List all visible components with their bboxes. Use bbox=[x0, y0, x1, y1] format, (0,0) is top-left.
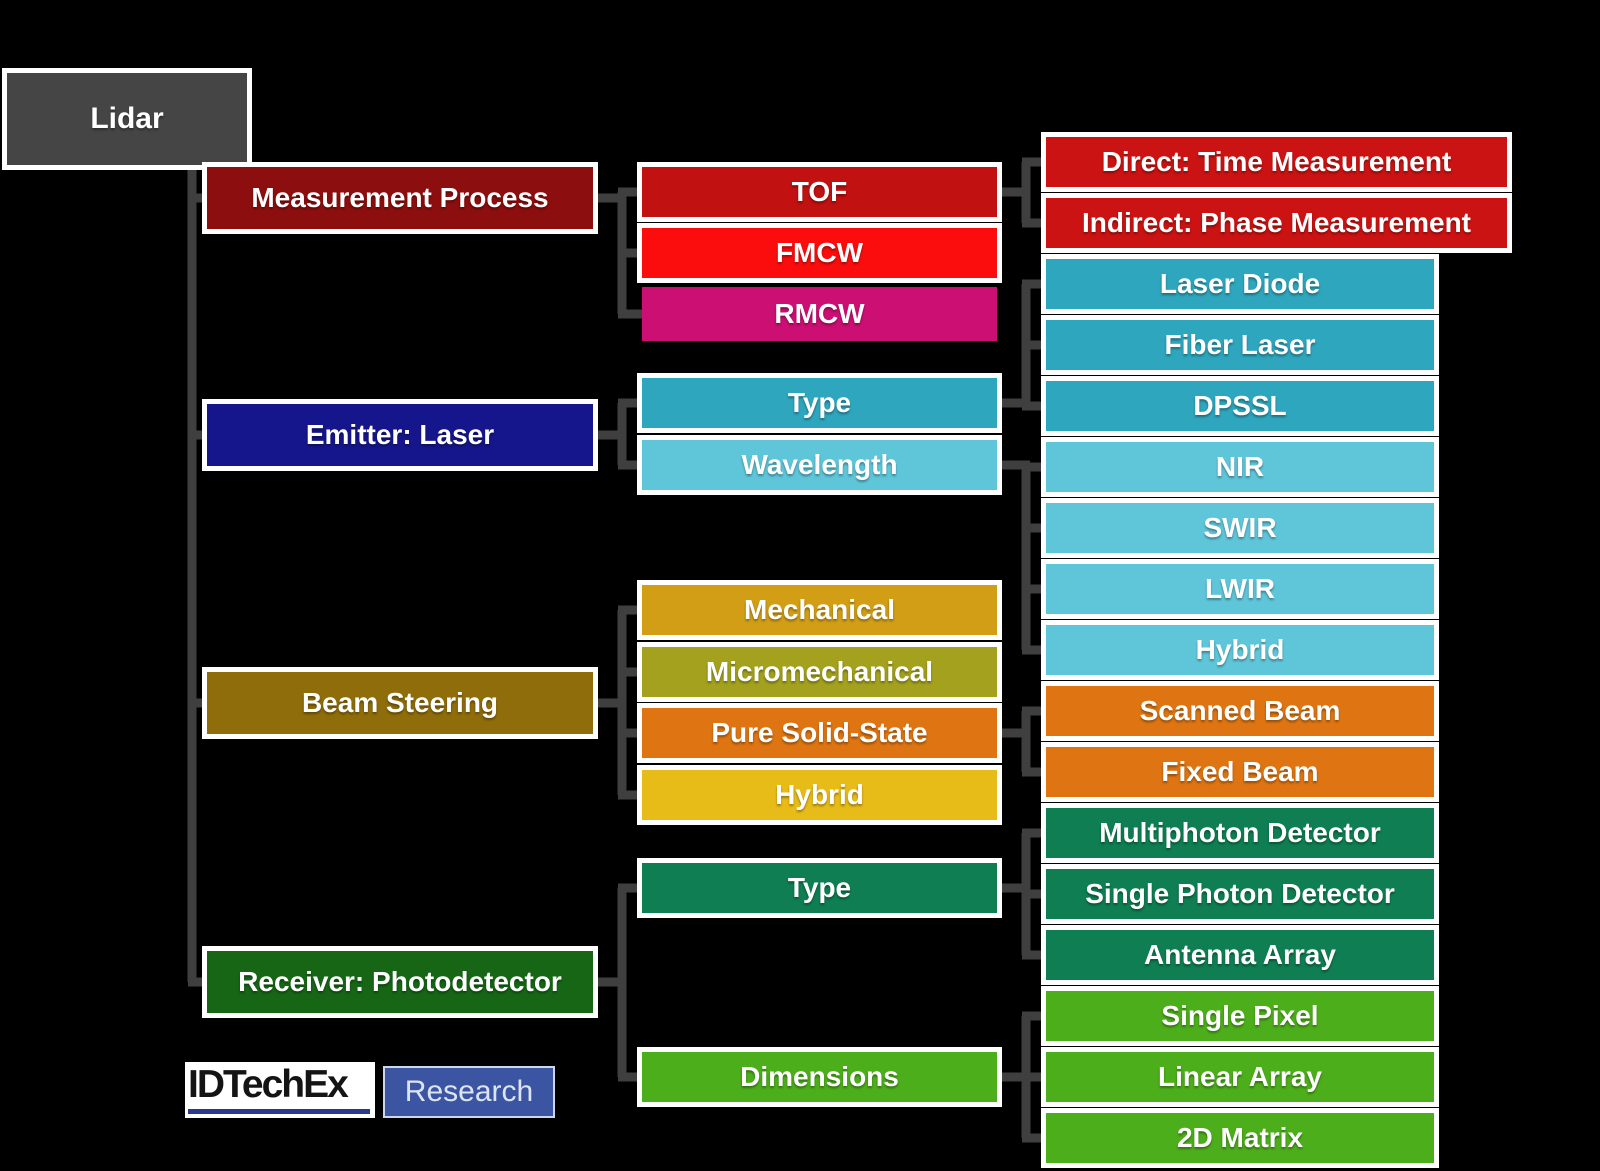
node-direct-time-measurement: Direct: Time Measurement bbox=[1041, 132, 1512, 192]
connector-solidstate-children bbox=[997, 706, 1046, 777]
node-wavelength: Wavelength bbox=[637, 435, 1002, 495]
node-lidar: Lidar bbox=[2, 68, 252, 170]
node-beam-steering: Beam Steering bbox=[202, 667, 598, 739]
node-pure-solid-state: Pure Solid-State bbox=[637, 703, 1002, 763]
research-badge: Research bbox=[383, 1066, 555, 1118]
connector-lasertype-children bbox=[997, 279, 1046, 411]
node-rmcw: RMCW bbox=[642, 287, 997, 341]
node-measurement-process: Measurement Process bbox=[202, 162, 598, 234]
connector-detectortype-children bbox=[997, 828, 1046, 960]
node-emitter-laser: Emitter: Laser bbox=[202, 399, 598, 471]
node-scanned-beam: Scanned Beam bbox=[1041, 681, 1439, 741]
node-laser-type: Type bbox=[637, 373, 1002, 433]
idtechex-logo: IDTechEx bbox=[185, 1062, 375, 1118]
node-receiver-photodetector: Receiver: Photodetector bbox=[202, 946, 598, 1018]
connector-tof-children bbox=[997, 157, 1046, 228]
node-tof: TOF bbox=[637, 162, 1002, 222]
node-linear-array: Linear Array bbox=[1041, 1047, 1439, 1107]
node-fixed-beam: Fixed Beam bbox=[1041, 742, 1439, 802]
connector-dimensions-children bbox=[997, 1011, 1046, 1143]
connector-wavelength-children bbox=[997, 460, 1046, 655]
node-steering-hybrid: Hybrid bbox=[637, 765, 1002, 825]
connector-steering-children bbox=[593, 605, 642, 800]
idtechex-underline bbox=[188, 1109, 370, 1114]
node-single-photon-detector: Single Photon Detector bbox=[1041, 864, 1439, 924]
node-detector-type: Type bbox=[637, 858, 1002, 918]
node-dpssl: DPSSL bbox=[1041, 376, 1439, 436]
node-laser-diode: Laser Diode bbox=[1041, 254, 1439, 314]
node-fiber-laser: Fiber Laser bbox=[1041, 315, 1439, 375]
node-antenna-array: Antenna Array bbox=[1041, 925, 1439, 985]
node-wavelength-hybrid: Hybrid bbox=[1041, 620, 1439, 680]
connector-measurement-children bbox=[593, 187, 642, 319]
connector-spine bbox=[187, 161, 207, 987]
idtechex-wordmark: IDTechEx bbox=[188, 1063, 349, 1106]
node-fmcw: FMCW bbox=[637, 223, 1002, 283]
node-nir: NIR bbox=[1041, 437, 1439, 497]
node-mechanical: Mechanical bbox=[637, 580, 1002, 640]
node-2d-matrix: 2D Matrix bbox=[1041, 1108, 1439, 1168]
connector-emitter-children bbox=[593, 398, 642, 470]
node-single-pixel: Single Pixel bbox=[1041, 986, 1439, 1046]
node-dimensions: Dimensions bbox=[637, 1047, 1002, 1107]
research-text: Research bbox=[404, 1075, 534, 1108]
node-multiphoton-detector: Multiphoton Detector bbox=[1041, 803, 1439, 863]
connector-receiver-children bbox=[593, 883, 642, 1082]
node-lwir: LWIR bbox=[1041, 559, 1439, 619]
node-swir: SWIR bbox=[1041, 498, 1439, 558]
node-indirect-phase-measurement: Indirect: Phase Measurement bbox=[1041, 193, 1512, 253]
node-micromechanical: Micromechanical bbox=[637, 642, 1002, 702]
